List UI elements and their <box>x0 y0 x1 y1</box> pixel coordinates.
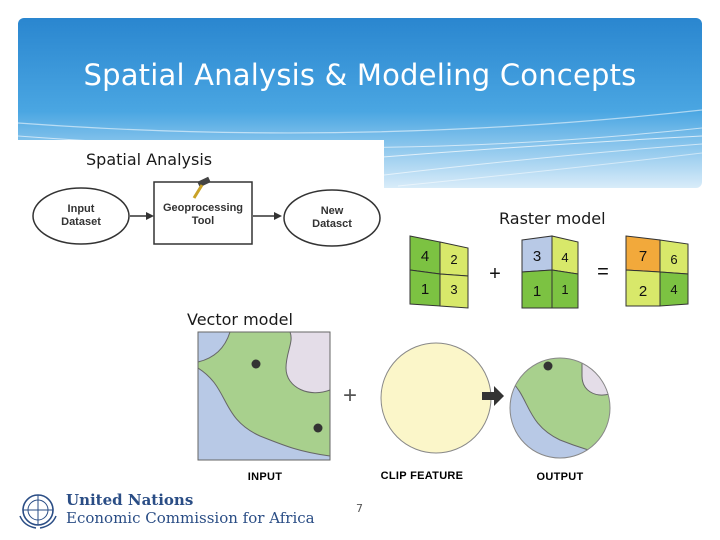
raster-grid-result: 7 6 2 4 <box>625 235 689 307</box>
grid-result-cell-2: 6 <box>670 252 677 267</box>
input-caption: INPUT <box>248 471 283 483</box>
grid-result-cell-3: 2 <box>639 283 647 300</box>
slide-title: Spatial Analysis & Modeling Concepts <box>83 58 637 92</box>
output-caption: OUTPUT <box>536 471 583 483</box>
geoprocessing-diagram: Input Dataset Geoprocessing Tool New Dat… <box>32 176 381 247</box>
input-label-2: Dataset <box>61 216 101 228</box>
raster-model-diagram: 4 2 1 3 + 3 4 1 1 = 7 6 2 4 <box>409 235 689 309</box>
input-label-1: Input <box>68 203 95 215</box>
hammer-icon <box>192 176 211 199</box>
un-emblem-icon <box>19 494 57 529</box>
raster-equals-sign: = <box>597 261 609 283</box>
input-point-2 <box>313 423 323 433</box>
grid-a-cell-4: 3 <box>450 282 457 297</box>
raster-grid-b: 3 4 1 1 <box>521 235 579 309</box>
organization-name: United Nations Economic Commission for A… <box>66 492 315 528</box>
vector-model-diagram: + INPUT CLIP FEATURE OUTPUT <box>197 331 611 483</box>
slide-number: 7 <box>356 502 363 515</box>
grid-a-cell-1: 4 <box>421 248 429 265</box>
vector-model-label: Vector model <box>187 310 293 329</box>
grid-b-cell-1: 3 <box>533 248 541 265</box>
raster-model-label: Raster model <box>499 209 606 228</box>
org-line-1: United Nations <box>66 491 194 509</box>
output-label-2: Datasct <box>312 218 352 230</box>
tool-label-2: Tool <box>192 215 214 227</box>
clip-feature-caption: CLIP FEATURE <box>381 470 464 482</box>
vector-plus-sign: + <box>343 382 357 409</box>
grid-result-cell-4: 4 <box>670 282 677 297</box>
new-dataset-node <box>283 189 381 247</box>
input-dataset-node <box>32 187 130 245</box>
raster-plus-sign: + <box>489 263 501 285</box>
grid-a-cell-3: 1 <box>421 281 429 298</box>
grid-result-cell-1: 7 <box>639 248 647 265</box>
vector-output-map <box>509 357 611 459</box>
grid-a-cell-2: 2 <box>450 252 457 267</box>
output-label-1: New <box>321 205 344 217</box>
spatial-analysis-label: Spatial Analysis <box>86 150 213 169</box>
org-line-2: Economic Commission for Africa <box>66 509 315 527</box>
arrow-right-icon <box>482 386 504 406</box>
raster-grid-a: 4 2 1 3 <box>409 235 469 309</box>
clip-feature-circle <box>380 342 492 454</box>
tool-label-1: Geoprocessing <box>163 202 243 214</box>
input-point-1 <box>251 359 261 369</box>
grid-b-cell-3: 1 <box>533 283 541 300</box>
geoprocessing-tool-node <box>153 181 253 245</box>
vector-input-map <box>197 331 331 461</box>
grid-b-cell-2: 4 <box>561 250 568 265</box>
grid-b-cell-4: 1 <box>561 282 568 297</box>
output-point-1 <box>543 361 553 371</box>
